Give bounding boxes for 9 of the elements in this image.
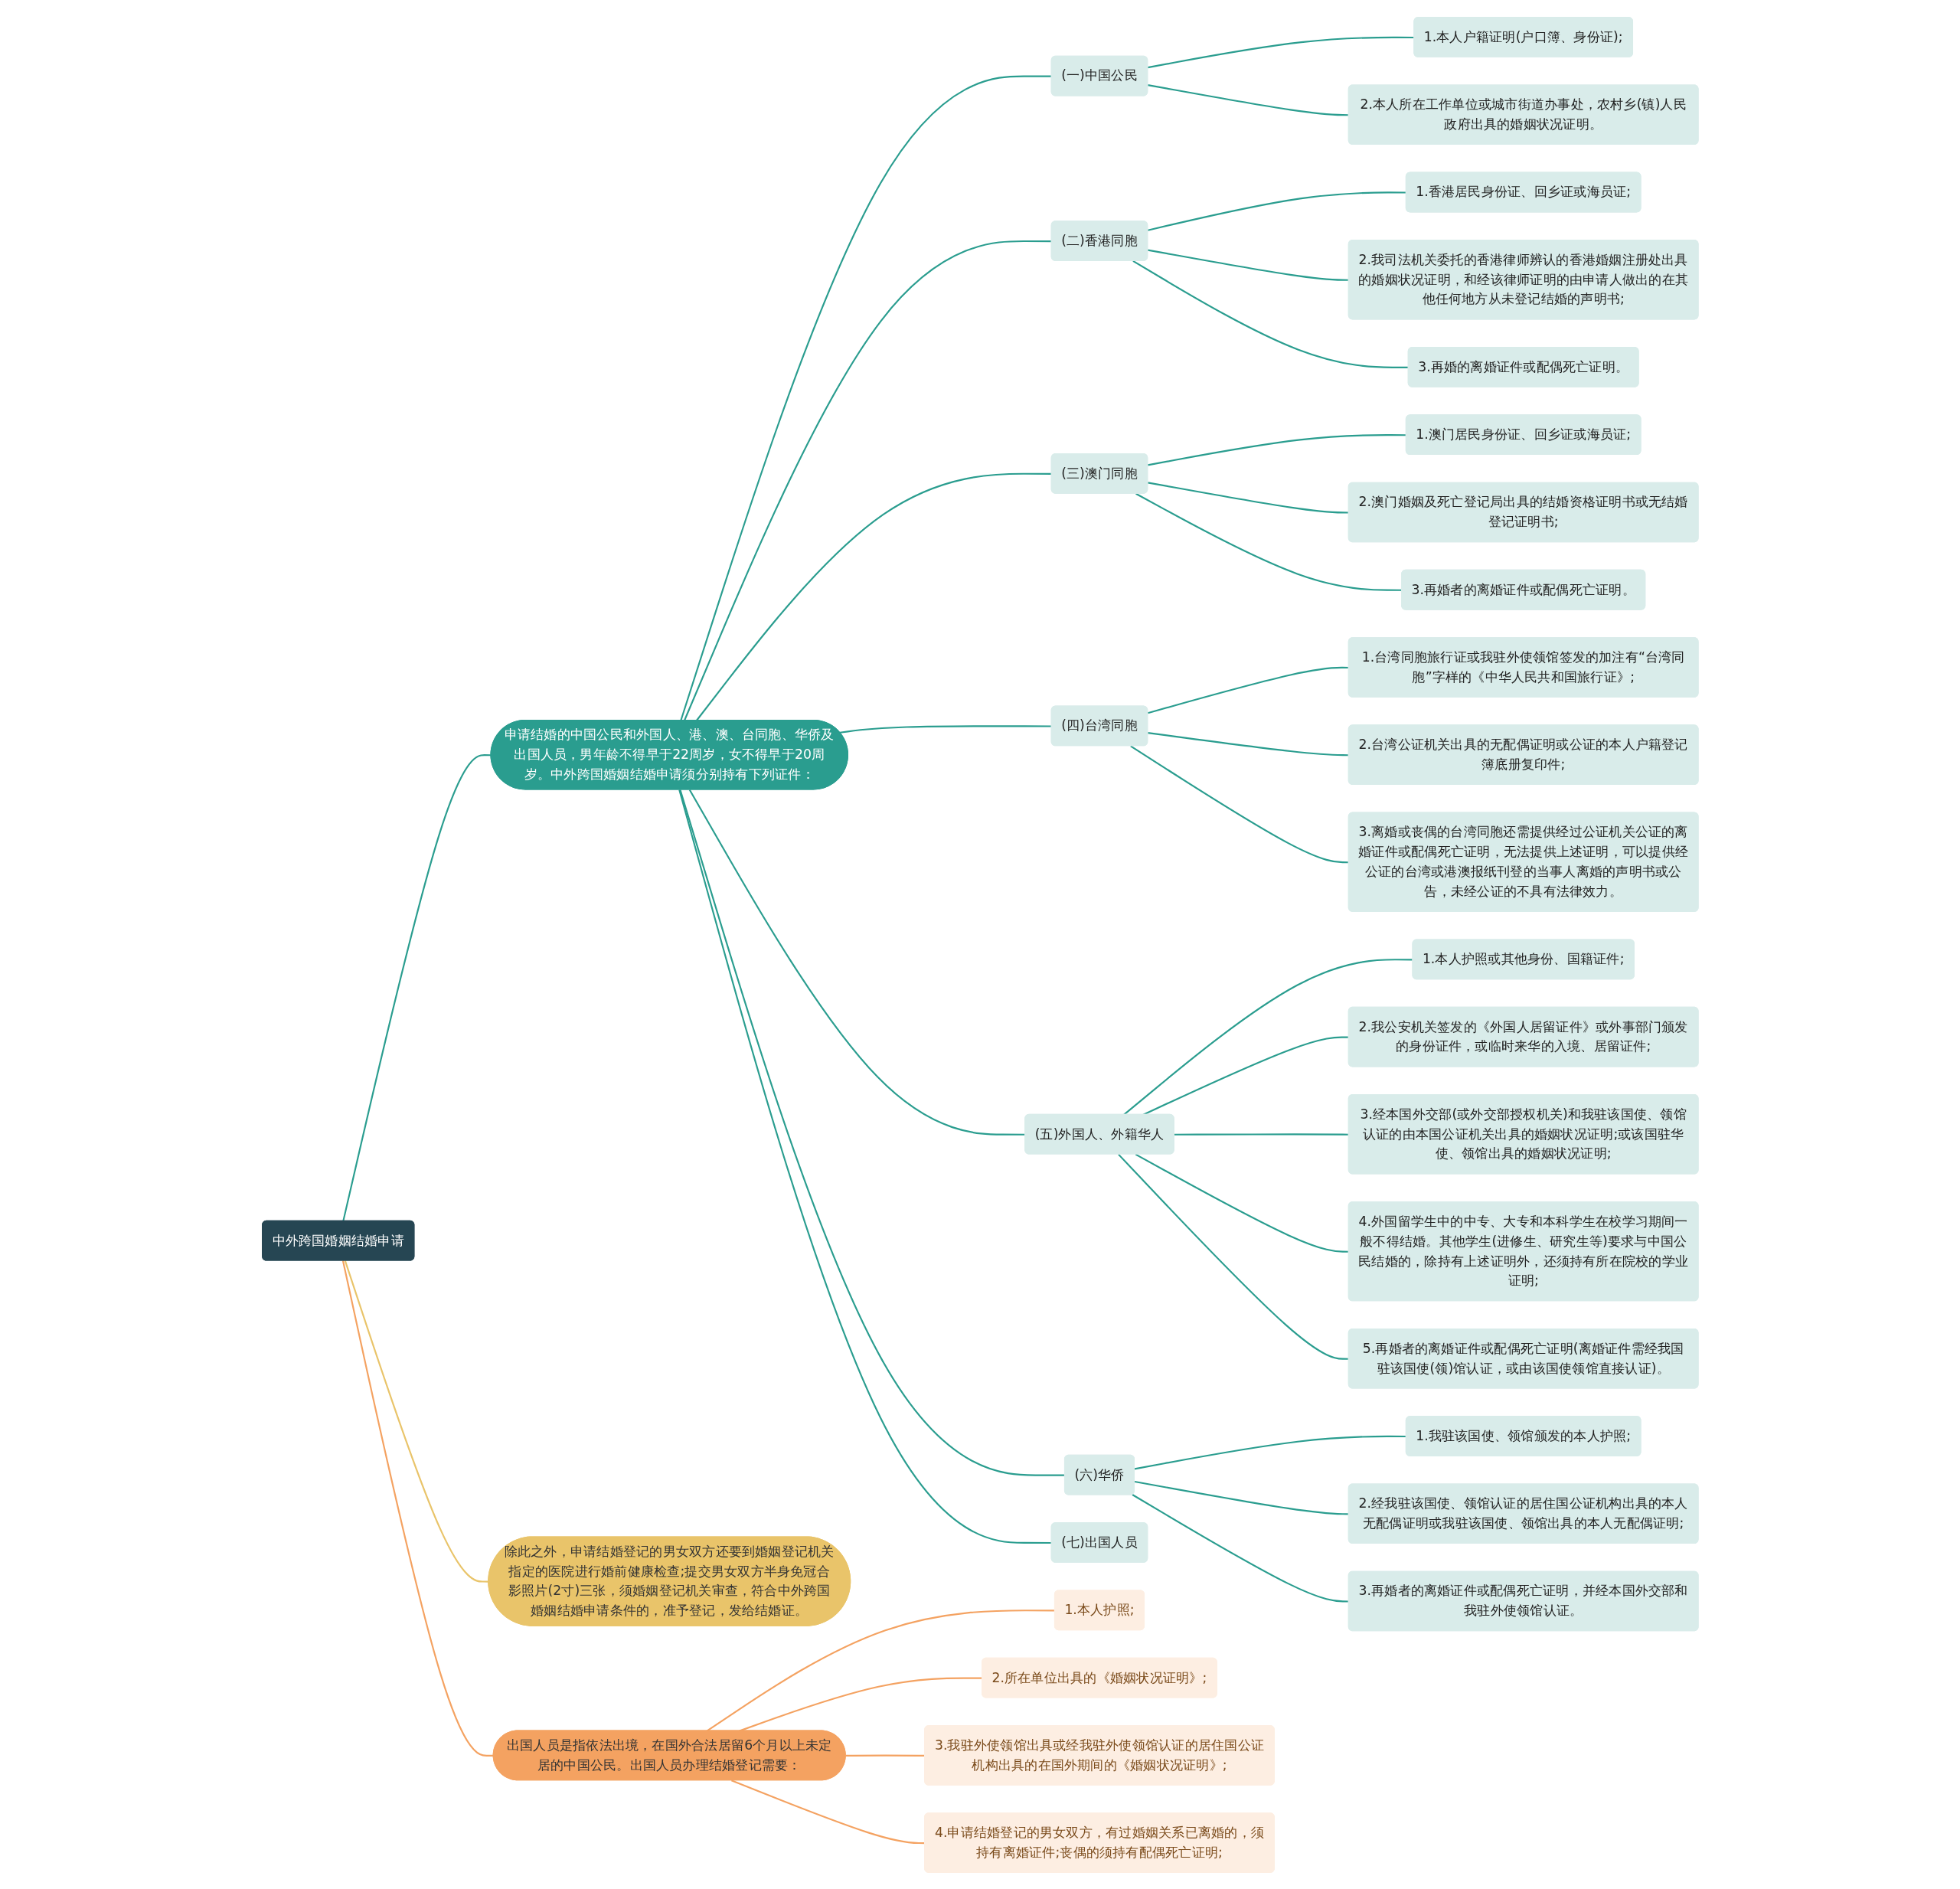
connector <box>1134 1435 1406 1469</box>
connector <box>1135 492 1402 591</box>
connector <box>344 1260 488 1583</box>
connector <box>1147 191 1406 231</box>
connector <box>730 1779 925 1844</box>
connector <box>706 1609 1055 1731</box>
connector <box>688 789 1025 1136</box>
connector <box>845 1754 925 1757</box>
connector <box>1147 433 1406 466</box>
